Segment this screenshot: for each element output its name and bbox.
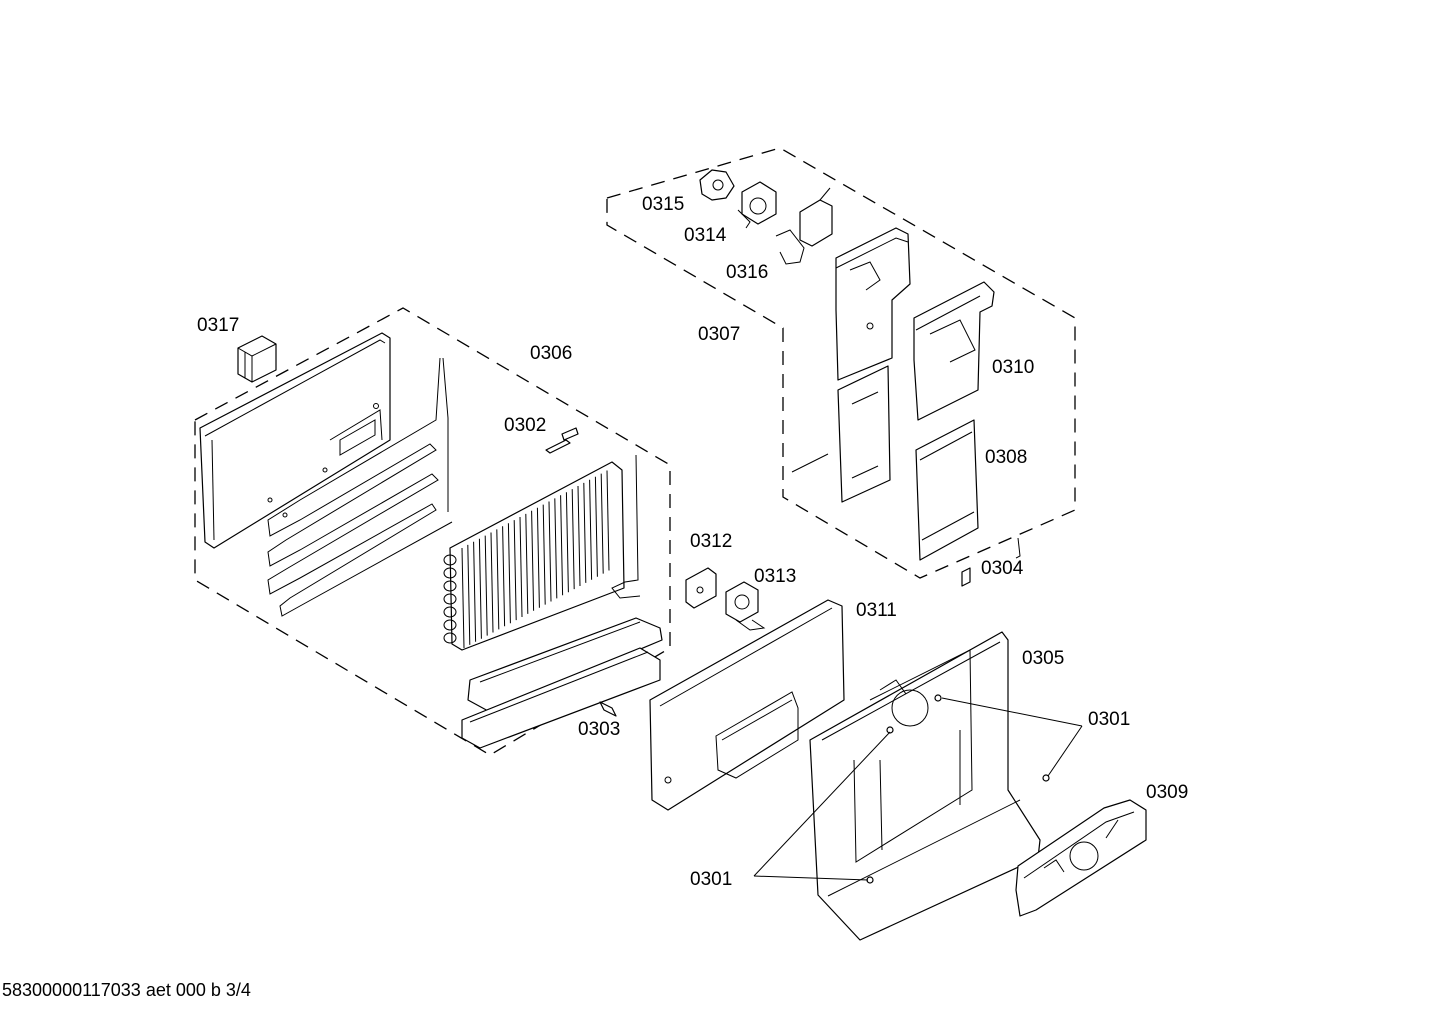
- part-0314-motor: [737, 181, 777, 229]
- screw-icons: [866, 694, 1050, 884]
- part-0305-housing: [809, 631, 1041, 941]
- label-0306: 0306: [530, 343, 572, 364]
- label-0316: 0316: [726, 262, 768, 283]
- part-0317-bracket: [237, 335, 277, 383]
- part-0304-clips: [961, 537, 1021, 587]
- leader-lines-0301: [753, 697, 1083, 881]
- part-0308-cover: [915, 419, 979, 561]
- label-0301-right: 0301: [1088, 709, 1130, 730]
- label-0312: 0312: [690, 531, 732, 552]
- group-outline-0306: [194, 307, 671, 756]
- part-0315-holder: [699, 169, 735, 201]
- part-evaporator: [443, 454, 663, 749]
- label-0307: 0307: [698, 324, 740, 345]
- part-0313-fan-motor: [725, 581, 766, 631]
- label-0309: 0309: [1146, 782, 1188, 803]
- drawing-reference: 58300000117033 aet 000 b 3/4: [2, 980, 251, 1000]
- label-0313: 0313: [754, 566, 796, 587]
- part-0316-fan-mount: [775, 187, 833, 265]
- label-0310: 0310: [992, 357, 1034, 378]
- label-0315: 0315: [642, 194, 684, 215]
- group-outline-0307: [606, 147, 1076, 579]
- label-0317: 0317: [197, 315, 239, 336]
- part-0306-back-panel: [199, 332, 391, 549]
- part-0312-holder: [685, 567, 717, 609]
- part-0306-condenser-coil: [267, 357, 453, 617]
- label-0311: 0311: [856, 600, 897, 621]
- part-0309-cover: [1015, 799, 1147, 917]
- part-0307-cover: [791, 227, 911, 503]
- label-0304: 0304: [981, 558, 1024, 579]
- label-0301-left: 0301: [690, 869, 732, 890]
- part-0311-plate: [649, 599, 845, 811]
- label-0303: 0303: [578, 719, 620, 740]
- part-0303-pin: [599, 701, 617, 717]
- label-0305: 0305: [1022, 648, 1064, 669]
- part-0310-cover: [913, 281, 995, 421]
- part-0302-sensor: [545, 427, 579, 454]
- label-0302: 0302: [504, 415, 546, 436]
- label-0308: 0308: [985, 447, 1027, 468]
- label-0314: 0314: [684, 225, 727, 246]
